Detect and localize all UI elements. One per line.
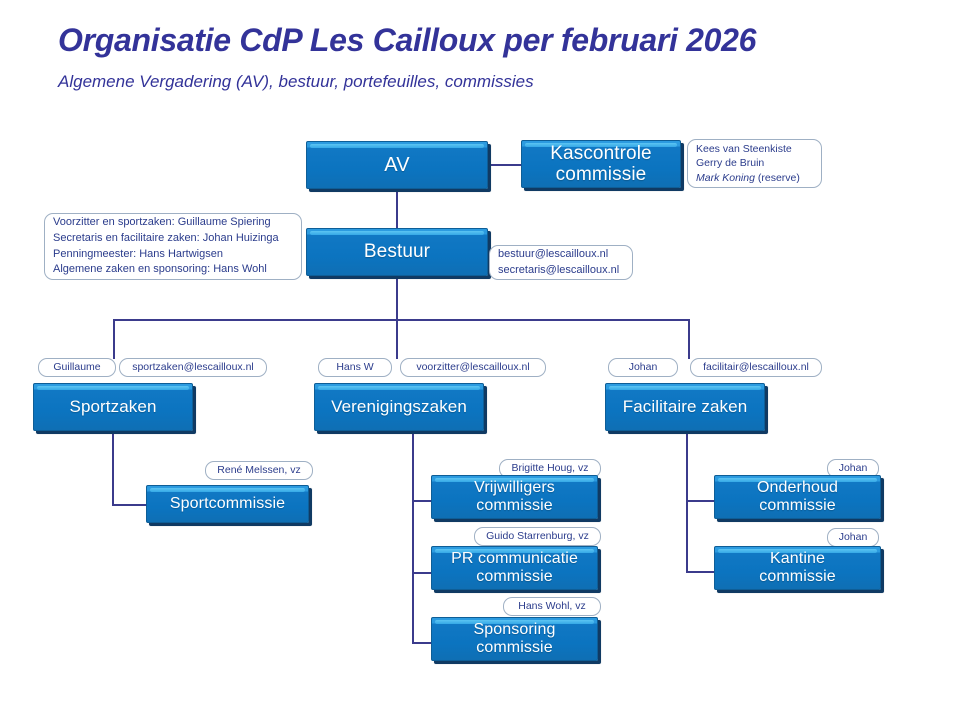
connector-av-kascontrole [487, 164, 522, 166]
callout-pr-chair: Guido Starrenburg, vz [474, 527, 601, 546]
callout-facilitaire-person: Johan [608, 358, 678, 377]
node-vrijwilligers-label: Vrijwilligers commissie [468, 479, 561, 515]
node-bestuur-label: Bestuur [363, 241, 431, 263]
sportcommissie-chair-text: René Melssen, vz [217, 464, 301, 477]
kascontrole-member-3-name: Mark Koning [696, 171, 755, 184]
connector-bus-to-verenigingszaken [396, 319, 398, 359]
page-title: Organisatie CdP Les Cailloux per februar… [58, 22, 757, 58]
connector-ver-pr [412, 572, 436, 574]
node-pr-communicatie-commissie[interactable]: PR communicatie commissie [431, 546, 598, 590]
kascontrole-member-3: Mark Koning (reserve) [696, 171, 813, 185]
kascontrole-member-3-note: (reserve) [754, 171, 800, 184]
node-kantine-label: Kantine commissie [753, 550, 841, 586]
bestuur-role-3: Penningmeester: Hans Hartwigsen [53, 247, 223, 260]
node-facilitaire-zaken-label: Facilitaire zaken [622, 397, 748, 417]
kascontrole-member-1: Kees van Steenkiste [696, 142, 792, 155]
node-onderhoud-commissie[interactable]: Onderhoud commissie [714, 475, 881, 519]
callout-sponsoring-chair: Hans Wohl, vz [503, 597, 601, 616]
sportzaken-person-text: Guillaume [53, 361, 101, 374]
node-sponsoring-label: Sponsoring commissie [468, 621, 562, 657]
node-kantine-commissie[interactable]: Kantine commissie [714, 546, 881, 590]
node-sportzaken[interactable]: Sportzaken [33, 383, 193, 431]
page-subtitle: Algemene Vergadering (AV), bestuur, port… [58, 72, 534, 91]
verenigingszaken-email-text: voorzitter@lescailloux.nl [416, 361, 530, 374]
node-kantine-line2: commissie [759, 568, 836, 585]
connector-sportzaken-sportcommissie [112, 504, 147, 506]
node-kascontrole-commissie[interactable]: Kascontrole commissie [521, 140, 681, 188]
bestuur-role-1: Voorzitter en sportzaken: Guillaume Spie… [53, 215, 271, 228]
node-sportcommissie[interactable]: Sportcommissie [146, 485, 309, 523]
connector-bestuur-trunk [396, 276, 398, 320]
node-bestuur[interactable]: Bestuur [306, 228, 488, 276]
node-sponsoring-line1: Sponsoring [473, 621, 556, 639]
node-verenigingszaken[interactable]: Verenigingszaken [314, 383, 484, 431]
sportzaken-email-text: sportzaken@lescailloux.nl [132, 361, 254, 374]
node-facilitaire-zaken[interactable]: Facilitaire zaken [605, 383, 765, 431]
connector-portfolio-bus [113, 319, 690, 321]
callout-sportcommissie-chair: René Melssen, vz [205, 461, 313, 480]
connector-bus-to-sportzaken [113, 319, 115, 359]
node-onderhoud-line2: commissie [759, 497, 836, 514]
callout-kascontrole-members: Kees van Steenkiste Gerry de Bruin Mark … [687, 139, 822, 188]
callout-facilitaire-email: facilitair@lescailloux.nl [690, 358, 822, 377]
node-pr-label: PR communicatie commissie [445, 550, 584, 586]
bestuur-role-4: Algemene zaken en sponsoring: Hans Wohl [53, 263, 267, 276]
node-onderhoud-label: Onderhoud commissie [751, 479, 844, 515]
kascontrole-member-2: Gerry de Bruin [696, 157, 765, 170]
node-vrijwilligers-commissie[interactable]: Vrijwilligers commissie [431, 475, 598, 519]
vrijwilligers-chair-text: Brigitte Houg, vz [511, 462, 589, 475]
node-vrijwilligers-line1: Vrijwilligers [474, 479, 555, 497]
connector-ver-sponsoring [412, 642, 436, 644]
node-av[interactable]: AV [306, 141, 488, 189]
node-vrijwilligers-line2: commissie [476, 497, 553, 514]
onderhoud-chair-text: Johan [838, 462, 868, 475]
connector-bus-to-facilitaire [688, 319, 690, 359]
connector-ver-vrijwilligers [412, 500, 436, 502]
node-sponsoring-line2: commissie [476, 639, 553, 656]
bestuur-email-2: secretaris@lescailloux.nl [498, 263, 620, 276]
callout-verenigingszaken-email: voorzitter@lescailloux.nl [400, 358, 546, 377]
connector-facilitaire-trunk [686, 432, 688, 573]
callout-kantine-chair: Johan [827, 528, 879, 547]
bestuur-email-1: bestuur@lescailloux.nl [498, 247, 609, 260]
bestuur-role-2: Secretaris en facilitaire zaken: Johan H… [53, 231, 279, 244]
callout-sportzaken-person: Guillaume [38, 358, 116, 377]
callout-bestuur-roles: Voorzitter en sportzaken: Guillaume Spie… [44, 213, 302, 280]
pr-chair-text: Guido Starrenburg, vz [486, 530, 589, 543]
connector-verenigingszaken-trunk [412, 432, 414, 644]
facilitaire-person-text: Johan [628, 361, 658, 374]
node-kascontrole-label: Kascontrole commissie [544, 143, 657, 186]
connector-sportzaken-trunk [112, 432, 114, 506]
connector-fac-kantine [686, 571, 718, 573]
node-kascontrole-line2: commissie [555, 164, 647, 185]
callout-verenigingszaken-person: Hans W [318, 358, 392, 377]
node-verenigingszaken-label: Verenigingszaken [331, 397, 467, 417]
node-kantine-line1: Kantine [770, 550, 825, 568]
node-sportzaken-label: Sportzaken [69, 397, 157, 417]
node-pr-line1: PR communicatie [451, 550, 578, 568]
node-av-label: AV [384, 153, 410, 176]
connector-fac-onderhoud [686, 500, 718, 502]
kantine-chair-text: Johan [838, 531, 868, 544]
node-kascontrole-line1: Kascontrole [550, 142, 652, 164]
facilitaire-email-text: facilitair@lescailloux.nl [703, 361, 809, 374]
sponsoring-chair-text: Hans Wohl, vz [518, 600, 586, 613]
callout-bestuur-emails: bestuur@lescailloux.nl secretaris@lescai… [489, 245, 633, 280]
node-onderhoud-line1: Onderhoud [757, 479, 838, 497]
verenigingszaken-person-text: Hans W [336, 361, 374, 374]
callout-sportzaken-email: sportzaken@lescailloux.nl [119, 358, 267, 377]
node-sportcommissie-label: Sportcommissie [169, 495, 286, 513]
node-pr-line2: commissie [476, 568, 553, 585]
connector-av-bestuur [396, 190, 398, 228]
node-sponsoring-commissie[interactable]: Sponsoring commissie [431, 617, 598, 661]
